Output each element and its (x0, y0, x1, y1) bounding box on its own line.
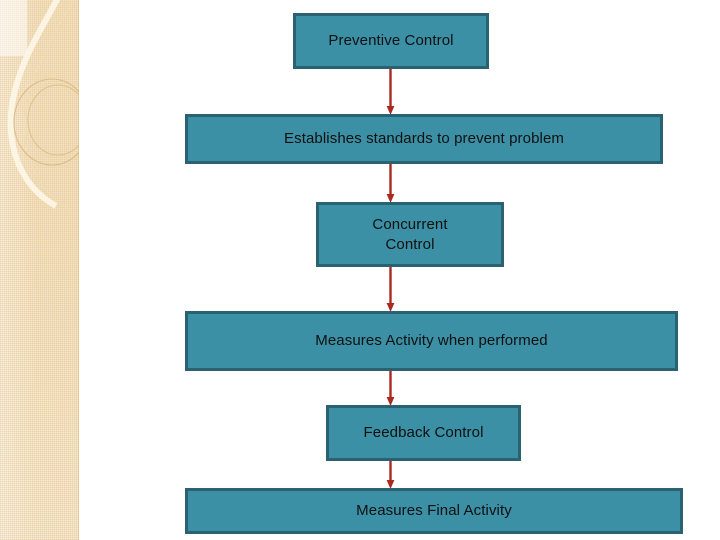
connector-concurrent-to-measures-activity (384, 267, 397, 312)
connector-feedback-to-measures-final (384, 461, 397, 489)
flow-box-concurrent-control[interactable]: Concurrent Control (316, 202, 504, 267)
flow-box-measures-final-activity[interactable]: Measures Final Activity (185, 488, 683, 534)
decorative-sidebar (0, 0, 79, 540)
connector-preventive-to-establishes (384, 69, 397, 115)
sidebar-top-highlight-block (0, 0, 27, 56)
flow-box-feedback-control[interactable]: Feedback Control (326, 405, 521, 461)
connector-establishes-to-concurrent (384, 164, 397, 203)
sidebar-right-edge (78, 0, 79, 540)
sidebar-decorative-arcs (7, 0, 79, 211)
flow-box-preventive-control[interactable]: Preventive Control (293, 13, 489, 69)
connector-measures-activity-to-feedback (384, 371, 397, 406)
flow-box-establishes-standards[interactable]: Establishes standards to prevent problem (185, 114, 663, 164)
flow-box-measures-activity-when-performed[interactable]: Measures Activity when performed (185, 311, 678, 371)
